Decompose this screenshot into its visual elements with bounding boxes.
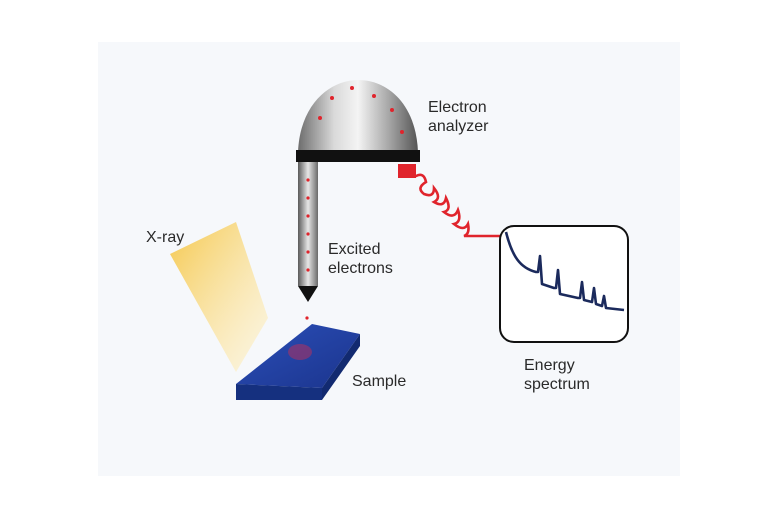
spectrum-label-line2: spectrum (524, 376, 590, 393)
analyzer-dome (298, 80, 418, 152)
spectrum-line (504, 231, 625, 312)
tube-nozzle (298, 286, 318, 302)
xray-label: X-ray (146, 229, 185, 246)
sample-label: Sample (352, 373, 407, 390)
detector-block (398, 164, 416, 178)
excited-label-line1: Excited (328, 241, 381, 258)
sample-block (236, 324, 360, 400)
dome-electrons (318, 86, 404, 134)
spectrum-frame (499, 225, 629, 343)
excited-label-line2: electrons (328, 260, 393, 277)
tube-electrons (305, 178, 310, 320)
electron-tube (298, 162, 318, 286)
spectrum-label-line1: Energy (524, 357, 575, 374)
analyzer-label: Electron analyzer (428, 98, 488, 136)
excited-electrons-label: Excited electrons (328, 240, 393, 278)
analyzer-base-bar (296, 150, 420, 162)
xray-beam (170, 222, 268, 372)
analyzer-label-line2: analyzer (428, 118, 489, 135)
spectrum-label: Energy spectrum (524, 356, 590, 394)
analyzer-label-line1: Electron (428, 99, 487, 116)
coil-cable (414, 173, 510, 238)
